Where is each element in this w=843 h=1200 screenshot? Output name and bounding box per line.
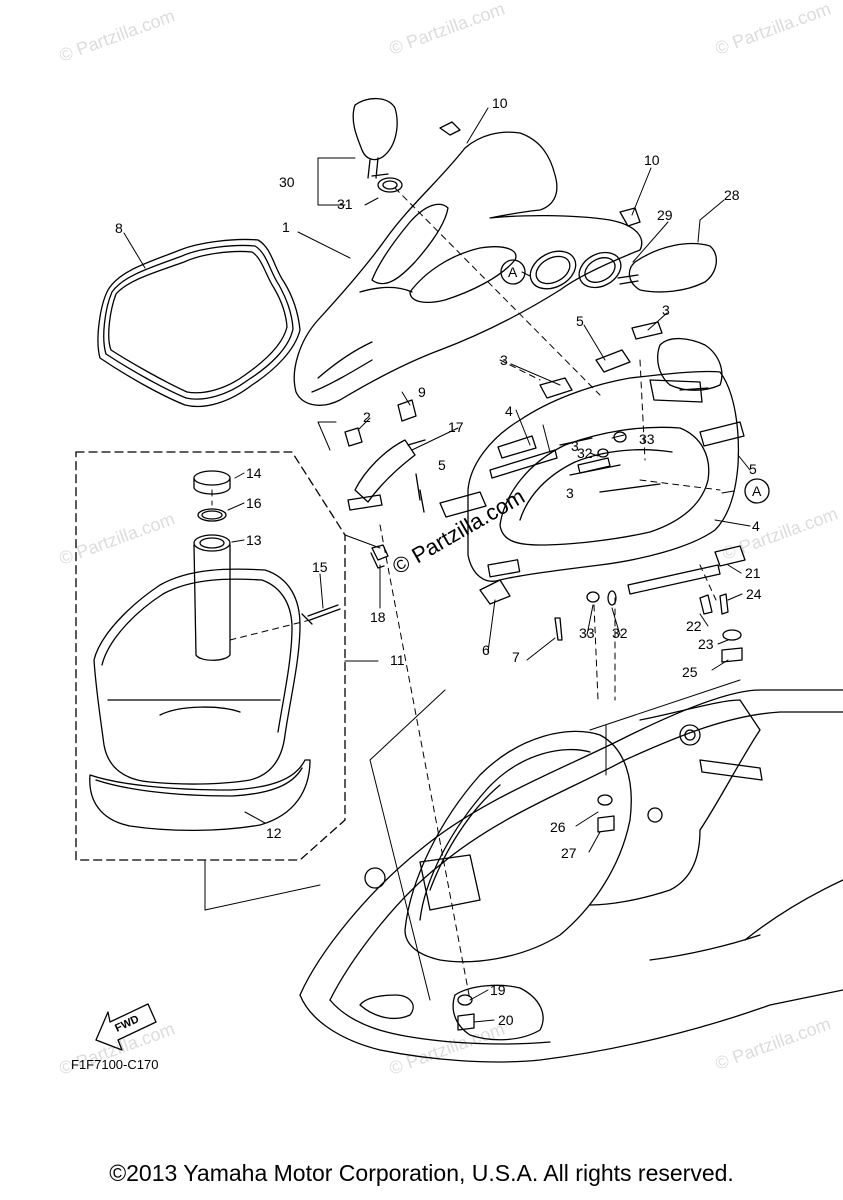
clip-part [619,207,641,227]
callout-9: 9 [418,384,426,400]
callout-32: 32 [612,625,628,641]
watermark: © Partzilla.com [720,503,841,563]
storage-compartment-part [467,337,740,605]
leader-lines [123,107,751,1023]
callout-7: 7 [512,649,520,665]
watermark: © Partzilla.com [57,5,178,65]
callout-22: 22 [686,618,702,634]
callout-28: 28 [724,187,740,203]
callout-4: 4 [505,403,513,419]
callout-17: 17 [448,419,464,435]
callout-19: 19 [490,982,506,998]
callout-26: 26 [550,819,566,835]
callout-5: 5 [749,461,757,477]
callout-23: 23 [698,636,714,652]
callout-16: 16 [246,495,262,511]
sticker-parts [439,321,745,595]
callout-5: 5 [576,313,584,329]
seal-loop-part [97,238,301,408]
callout-numbers: 10 10 30 31 28 29 8 1 A A 3 3 3 3 5 5 5 … [115,95,762,1028]
callout-4: 4 [752,518,760,534]
callout-A: A [508,264,518,280]
diagram-code: F1F7100-C170 [71,1057,159,1072]
fwd-arrow-icon [95,1003,157,1051]
callout-27: 27 [561,845,577,861]
hinge-bracket-part [344,399,426,561]
watermark: © Partzilla.com [713,0,834,59]
callout-33: 33 [579,625,595,641]
callout-31: 31 [337,196,353,212]
hood-part [293,131,643,406]
callout-13: 13 [246,532,262,548]
callout-25: 25 [682,664,698,680]
callout-12: 12 [266,825,282,841]
callout-14: 14 [246,465,262,481]
callout-3: 3 [566,485,574,501]
callout-24: 24 [746,586,762,602]
callout-30: 30 [279,174,295,190]
watermark: © Partzilla.com [713,1013,834,1073]
callout-3: 3 [500,352,508,368]
watermark: © Partzilla.com [387,0,508,59]
callout-3: 3 [662,302,670,318]
watermark: © Partzilla.com [387,1018,508,1078]
callout-15: 15 [312,559,328,575]
callout-32: 32 [577,445,593,461]
clip-part [439,121,461,136]
callout-20: 20 [498,1012,514,1028]
dashed-leaders [211,187,721,1001]
callout-6: 6 [482,642,490,658]
callout-21: 21 [745,565,761,581]
hardware-parts [370,431,746,1031]
callout-3: 3 [571,438,579,454]
callout-33: 33 [639,431,655,447]
copyright-notice: ©2013 Yamaha Motor Corporation, U.S.A. A… [109,1160,734,1186]
callout-1: 1 [282,219,290,235]
callout-11: 11 [390,652,405,668]
mirror-right-part [617,242,717,293]
callout-2: 2 [363,409,371,425]
callout-10: 10 [492,95,508,111]
assembly-box [75,451,346,861]
callout-8: 8 [115,220,123,236]
callout-5: 5 [438,457,446,473]
hull-part [299,689,843,1063]
callout-A: A [752,483,762,499]
callout-18: 18 [370,609,386,625]
callout-10: 10 [644,152,660,168]
reference-a-markers [500,259,770,504]
watermark: © Partzilla.com [57,508,178,568]
callout-29: 29 [657,207,673,223]
mirror-left-part [352,97,403,193]
